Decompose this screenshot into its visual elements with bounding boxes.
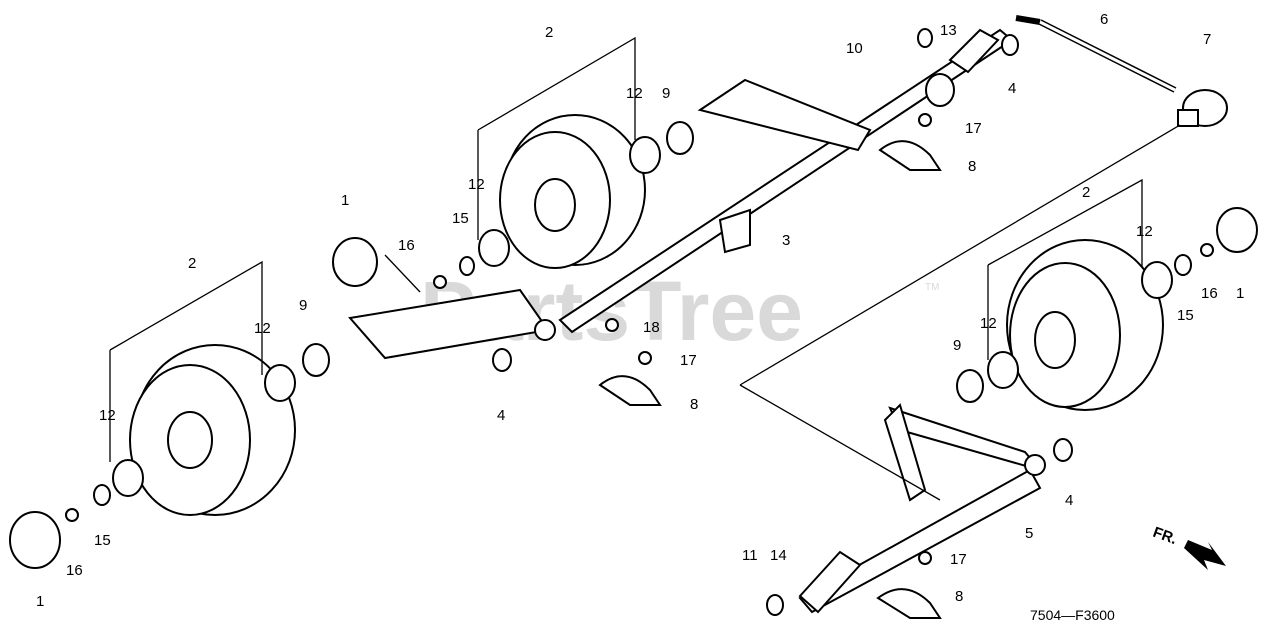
callout-4-c: 4 [1065,492,1073,509]
front-label: FR. [1151,524,1180,548]
leader-lines [109,36,1143,501]
callout-12-e: 12 [1136,223,1153,240]
callout-18: 18 [643,319,660,336]
washers [93,28,1192,616]
callout-9-b: 9 [662,85,670,102]
callout-9-a: 9 [299,297,307,314]
callout-4-b: 4 [1008,80,1016,97]
callout-17-a: 17 [965,120,982,137]
callout-13: 13 [940,22,957,39]
callout-15-c: 15 [1177,307,1194,324]
front-axle-assembly [798,403,1046,614]
callout-14: 14 [770,547,787,564]
diagram-code: 7504—F3600 [1030,607,1115,623]
callout-1-c: 1 [1236,285,1244,302]
callout-11: 11 [742,547,758,564]
callout-1-a: 1 [36,593,44,610]
callout-16-c: 16 [1201,285,1218,302]
callout-16-b: 16 [398,237,415,254]
bearings [112,136,1173,497]
wheel-front-left [129,344,296,516]
callout-12-f: 12 [980,315,997,332]
wheel-rear-left [499,114,646,269]
callout-10: 10 [846,40,863,57]
callout-15-a: 15 [94,532,111,549]
brackets [598,140,942,619]
leader-line [739,124,1181,386]
caps [492,34,1073,462]
callout-8-a: 8 [968,158,976,175]
wheel-front-right [1006,239,1164,411]
rear-axle-assembly [348,28,1014,360]
callout-9-c: 9 [953,337,961,354]
callout-5: 5 [1025,525,1033,542]
callout-12-b: 12 [99,407,116,424]
callout-1-b: 1 [341,192,349,209]
front-arrow-icon [1184,540,1226,570]
callout-12-a: 12 [254,320,271,337]
callout-2-a: 2 [188,255,196,272]
height-adjust-rod [1015,15,1177,93]
callout-8-b: 8 [690,396,698,413]
callout-4-a: 4 [497,407,505,424]
callout-12-c: 12 [626,85,643,102]
callout-12-d: 12 [468,176,485,193]
callout-7: 7 [1203,31,1211,48]
callout-17-b: 17 [680,352,697,369]
callout-15-b: 15 [452,210,469,227]
callout-2-c: 2 [1082,184,1090,201]
callout-17-c: 17 [950,551,967,568]
adjuster-knob [1177,89,1228,127]
bolts [65,113,1214,565]
hub-caps [9,207,1258,569]
callout-3: 3 [782,232,790,249]
trademark-mark: TM [925,282,939,293]
callout-8-c: 8 [955,588,963,605]
callout-labels: 1 1 1 2 2 2 3 4 4 4 5 6 7 8 8 8 9 9 9 10… [36,11,1244,610]
callout-6: 6 [1100,11,1108,28]
callout-16-a: 16 [66,562,83,579]
callout-2-b: 2 [545,24,553,41]
front-direction-marker: FR. [1151,524,1226,570]
